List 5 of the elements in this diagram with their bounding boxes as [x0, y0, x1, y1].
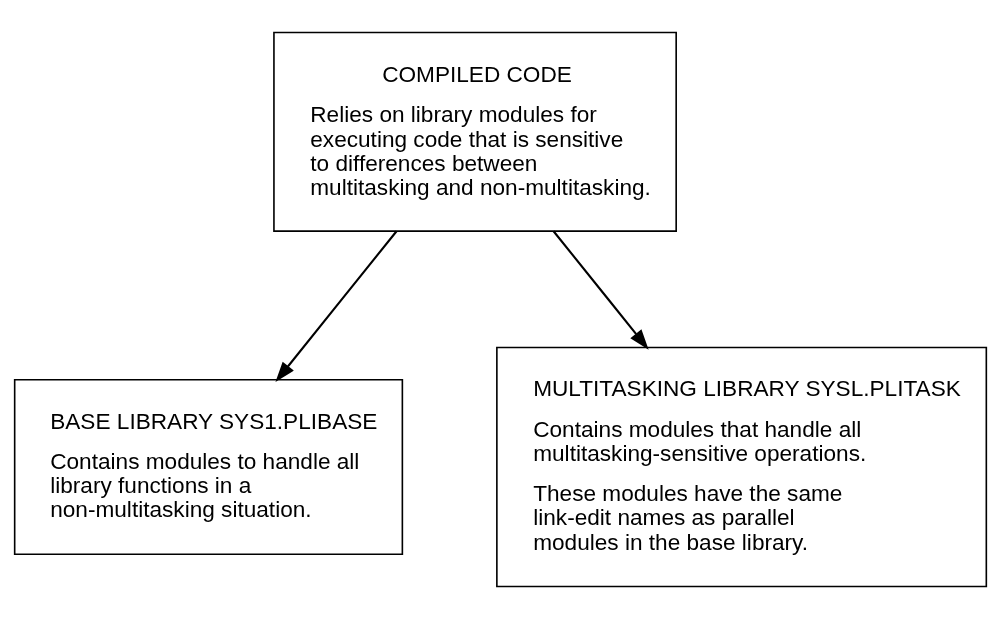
arrow	[275, 230, 398, 382]
node-box: MULTITASKING LIBRARY SYSL.PLITASK Contains modules that handle all multitasking-sensitive operations. These modules have the same link-edit names as parallel modules in the base library.	[496, 346, 988, 588]
arrow	[552, 230, 649, 350]
node-box: COMPILED CODE Relies on library modules for executing code that is sensitive to differences between multitasking and non-multitasking.	[273, 31, 677, 232]
node-box: BASE LIBRARY SYS1.PLIBASE Contains modules to handle all library functions in a non-multitasking situation.	[13, 378, 404, 556]
